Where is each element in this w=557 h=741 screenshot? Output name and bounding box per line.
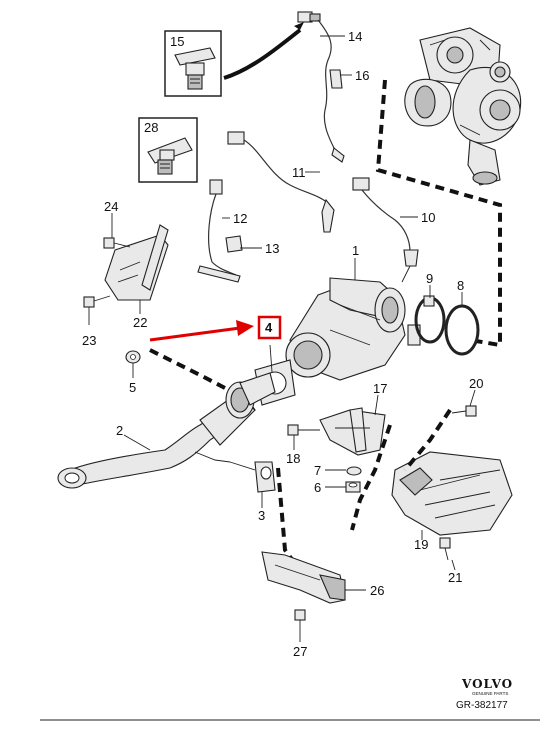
- inset-part-15: [164, 30, 222, 97]
- label-part-15: 15: [170, 34, 184, 49]
- label-part-21: 21: [448, 570, 462, 585]
- label-part-4: 4: [265, 320, 273, 335]
- nut-6: [345, 481, 361, 493]
- brand-name: VOLVO: [461, 677, 513, 691]
- label-part-13: 13: [265, 241, 279, 256]
- label-part-6: 6: [314, 480, 321, 495]
- bolt-24: [103, 237, 131, 249]
- gasket-8: [444, 304, 480, 356]
- label-part-3: 3: [258, 508, 265, 523]
- label-part-16: 16: [355, 68, 369, 83]
- bolt-21: [439, 537, 451, 561]
- sensor-10: [352, 177, 419, 283]
- bolt-27: [294, 609, 306, 636]
- label-part-1: 1: [352, 243, 359, 258]
- label-part-7: 7: [314, 463, 321, 478]
- label-part-28: 28: [144, 120, 158, 135]
- label-part-10: 10: [421, 210, 435, 225]
- label-part-14: 14: [348, 29, 362, 44]
- highlight-box-part-4: [257, 315, 282, 340]
- clip-13: [225, 235, 243, 253]
- label-part-20: 20: [469, 376, 483, 391]
- clamp-9: [414, 295, 446, 344]
- sensor-11: [227, 131, 335, 233]
- label-part-27: 27: [293, 644, 307, 659]
- label-part-26: 26: [370, 583, 384, 598]
- label-part-11: 11: [292, 165, 306, 180]
- label-part-23: 23: [82, 333, 96, 348]
- exhaust-pipe: [57, 372, 276, 489]
- part-labels: 14 15 16 28 11 10 12 13 1 9 8 24 22 23 4…: [82, 29, 483, 659]
- bolt-23: [83, 295, 111, 308]
- sensor-12: [197, 179, 241, 283]
- sensor-14: [297, 11, 345, 163]
- label-part-8: 8: [457, 278, 464, 293]
- heat-shield-19: [391, 451, 513, 536]
- bolt-20: [451, 405, 477, 417]
- catalytic-converter: [285, 277, 421, 381]
- washer-7: [346, 466, 362, 476]
- label-part-19: 19: [414, 537, 428, 552]
- label-part-2: 2: [116, 423, 123, 438]
- brand-block: VOLVO GENUINE PARTS GR-382177: [456, 677, 513, 711]
- label-part-22: 22: [133, 315, 147, 330]
- hanger-3: [229, 461, 276, 493]
- label-part-5: 5: [129, 380, 136, 395]
- clip-16: [329, 69, 343, 89]
- bracket-22: [104, 224, 169, 301]
- brand-tagline: GENUINE PARTS: [472, 691, 508, 696]
- bracket-17: [319, 407, 386, 456]
- label-part-9: 9: [426, 271, 433, 286]
- inset-part-28: [138, 117, 198, 183]
- label-part-12: 12: [233, 211, 247, 226]
- highlight-arrow: [149, 320, 254, 342]
- reference-number: GR-382177: [456, 700, 508, 711]
- label-part-24: 24: [104, 199, 118, 214]
- bolt-18: [287, 424, 320, 436]
- label-part-17: 17: [373, 381, 387, 396]
- bracket-26: [261, 551, 346, 604]
- leader-lines: [88, 35, 476, 642]
- turbocharger: [404, 27, 522, 186]
- label-part-18: 18: [286, 451, 300, 466]
